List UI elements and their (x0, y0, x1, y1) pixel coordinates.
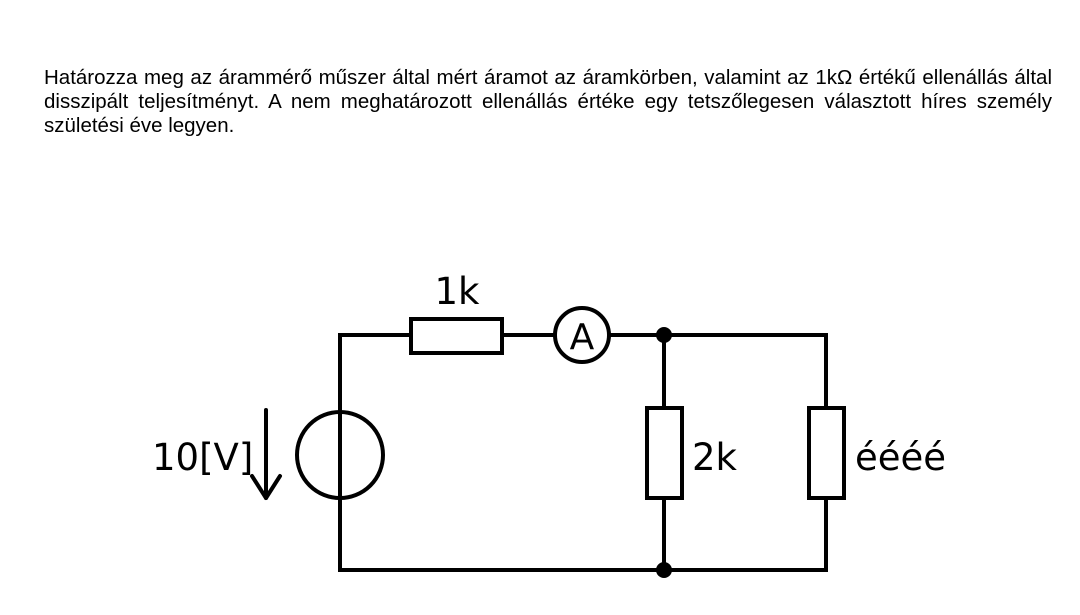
resistor-2k (645, 406, 684, 500)
ammeter (553, 306, 611, 364)
resistor-unknown (807, 406, 846, 500)
junction-node-top (656, 327, 672, 343)
junction-node-bottom (656, 562, 672, 578)
resistor-1k-label: 1k (435, 270, 481, 313)
voltage-arrow-icon (250, 408, 282, 500)
ammeter-label: A (570, 317, 595, 358)
voltage-source (295, 410, 385, 500)
resistor-unknown-label: éééé (855, 436, 946, 479)
source-voltage-label: 10[V] (152, 436, 253, 479)
resistor-1k (409, 317, 504, 355)
resistor-2k-label: 2k (692, 436, 738, 479)
problem-statement: Határozza meg az árammérő műszer által m… (44, 66, 1052, 137)
